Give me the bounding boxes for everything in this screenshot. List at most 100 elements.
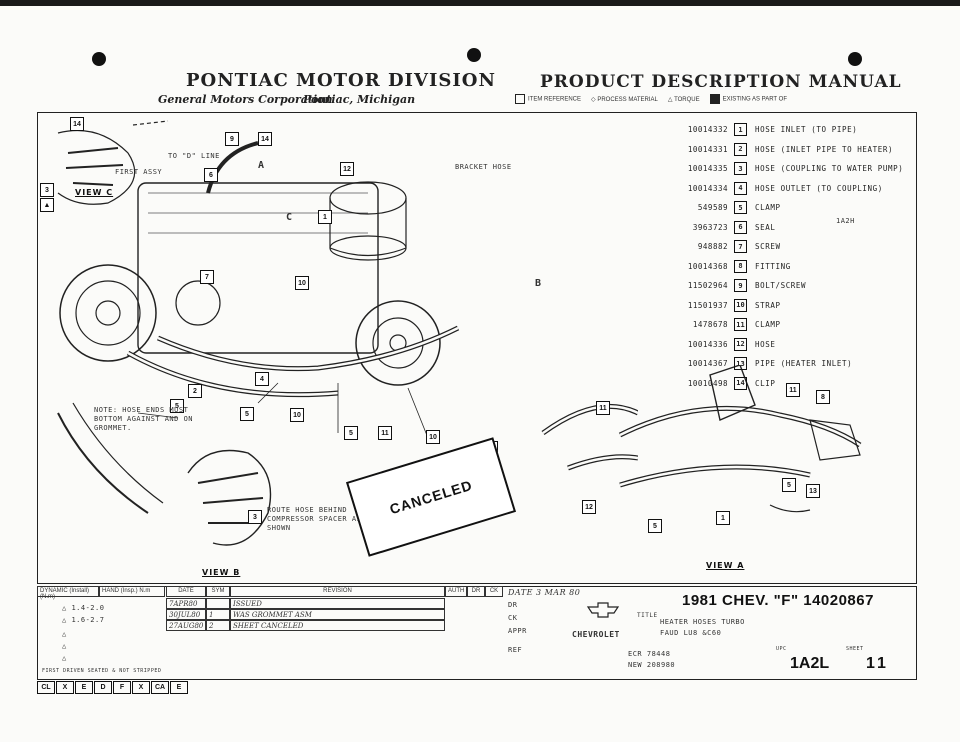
route-hose-note: ROUTE HOSE BEHIND COMPRESSOR SPACER AS S… <box>267 506 362 532</box>
callout-5c: 5 <box>344 426 358 440</box>
revision-date: 30JUL80 <box>166 609 206 620</box>
symbol-legend: ITEM REFERENCE ◇ PROCESS MATERIAL △ TORQ… <box>515 94 787 104</box>
legend-item-reference: ITEM REFERENCE <box>515 94 581 104</box>
part-row: 10010498 14 CLIP <box>636 374 906 394</box>
part-index: 4 <box>734 181 747 195</box>
bracket-hose-label: BRACKET HOSE <box>455 163 512 171</box>
callout-10c: 10 <box>426 430 440 444</box>
title-desc-1: HEATER HOSES TURBO <box>660 618 745 626</box>
part-description: CLIP <box>755 378 776 388</box>
part-description: HOSE <box>755 339 776 349</box>
footer-code: E <box>170 681 188 694</box>
revision-sym: 2 <box>206 620 230 631</box>
date-field: DATE 3 MAR 80 <box>508 588 581 597</box>
sheet-label: SHEET <box>846 646 864 652</box>
part-number: 10014332 <box>687 125 728 135</box>
callout-b: B <box>535 278 542 289</box>
part-number: 948882 <box>697 242 728 252</box>
callout-12b: 12 <box>582 500 596 514</box>
title-label: TITLE <box>637 612 658 619</box>
part-index: 2 <box>734 142 747 156</box>
revision-header-cell: CK <box>485 586 503 597</box>
part-description: HOSE (INLET PIPE TO HEATER) <box>755 144 894 154</box>
torque-blank-2: △ <box>62 642 67 650</box>
revision-text: SHEET CANCELED <box>230 620 445 631</box>
callout-4: 4 <box>255 372 269 386</box>
part-number: 10014331 <box>687 144 728 154</box>
callout-1b: 1 <box>716 511 730 525</box>
callout-1: 1 <box>318 210 332 224</box>
footer-code: D <box>94 681 112 694</box>
diamond-icon: ◇ <box>591 96 596 103</box>
callout-3-viewc: 3 <box>40 183 54 197</box>
part-index: 6 <box>734 220 747 234</box>
bowtie-logo <box>586 602 620 618</box>
callout-2: 2 <box>188 384 202 398</box>
part-description: CLAMP <box>755 203 781 213</box>
part-description: FITTING <box>755 261 791 271</box>
part-row: 549589 5 CLAMP <box>636 198 906 218</box>
revision-date: 7APR80 <box>166 598 206 609</box>
part-index: 5 <box>734 201 747 215</box>
view-a-label: VIEW A <box>706 561 745 570</box>
callout-8: 8 <box>816 390 830 404</box>
part-index: 9 <box>734 279 747 293</box>
drawing-frame <box>37 112 917 584</box>
revision-header-cell: DR <box>467 586 485 597</box>
part-number: 10010498 <box>687 378 728 388</box>
engine-illustration <box>57 120 638 546</box>
part-index: 7 <box>734 240 747 254</box>
callout-5a: 5 <box>170 399 184 413</box>
torque-spec-2: △ 1.6-2.7 <box>62 616 105 624</box>
hand-header: HAND (Insp.) N.m <box>99 586 165 597</box>
revision-header-cell: AUTH <box>445 586 467 597</box>
callout-11c: 11 <box>786 383 800 397</box>
dynamic-header: DYNAMIC (Install)(N.m) <box>37 586 99 600</box>
revision-sym <box>206 598 230 609</box>
part-index: 14 <box>734 376 747 390</box>
upc-label: UPC <box>776 646 787 652</box>
footer-code: CL <box>37 681 55 694</box>
part-row: 948882 7 SCREW <box>636 237 906 257</box>
part-description: HOSE (COUPLING TO WATER PUMP) <box>755 164 904 174</box>
part-description: SCREW <box>755 242 781 252</box>
division-name: PONTIAC MOTOR DIVISION <box>186 70 496 91</box>
engine-block <box>137 182 379 354</box>
upper-hose <box>206 141 259 194</box>
appr-field: APPR <box>508 627 527 635</box>
revision-header-cell: REVISION <box>230 586 445 597</box>
torque-blank-3: △ <box>62 654 67 662</box>
binder-hole-left <box>92 52 106 66</box>
callout-9: 9 <box>225 132 239 146</box>
part-number: 10014336 <box>687 339 728 349</box>
water-pump <box>175 280 221 326</box>
footer-code: E <box>75 681 93 694</box>
view-c-outline <box>57 129 136 205</box>
callout-5e: 5 <box>648 519 662 533</box>
part-number: 10014368 <box>687 261 728 271</box>
revision-header-cell: SYM <box>206 586 230 597</box>
part-index: 3 <box>734 162 747 176</box>
part-number: 549589 <box>697 203 728 213</box>
callout-torque-viewc: ▲ <box>40 198 54 212</box>
chevrolet-name: CHEVROLET <box>572 630 620 639</box>
revision-text: WAS GROMMET ASM <box>230 609 445 620</box>
callout-c: C <box>286 212 293 223</box>
first-assy-label: FIRST ASSY <box>115 168 163 176</box>
ck-field: CK <box>508 614 518 622</box>
footer-code: CA <box>151 681 169 694</box>
callout-10: 10 <box>295 276 309 290</box>
callout-a: A <box>258 160 265 171</box>
to-line-label: TO "D" LINE <box>168 152 220 160</box>
legend-item-torque: △ TORQUE <box>667 96 700 103</box>
footer-code: X <box>56 681 74 694</box>
triangle-icon: △ <box>667 96 673 103</box>
footer-code: F <box>113 681 131 694</box>
